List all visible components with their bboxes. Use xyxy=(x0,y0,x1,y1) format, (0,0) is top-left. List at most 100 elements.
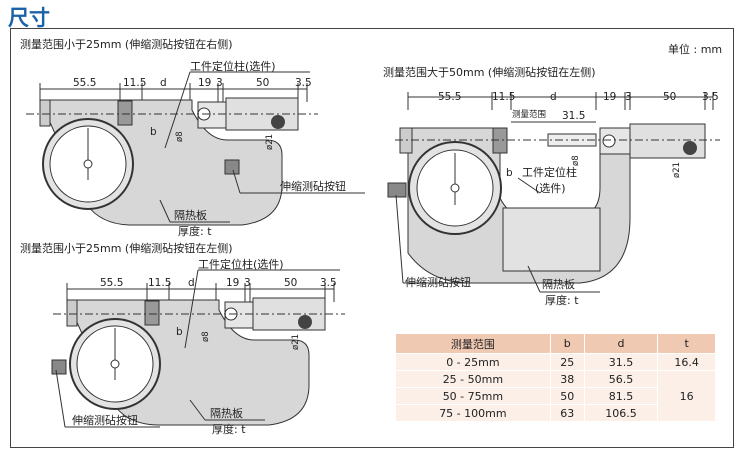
diagram1-dim: 55.5 xyxy=(73,77,96,89)
knurl xyxy=(683,141,697,155)
diagram2-dim: d xyxy=(550,91,557,103)
diagram1-button-label: 伸缩测砧按钮 xyxy=(280,179,346,193)
diagram2-optional: (选件) xyxy=(535,182,566,195)
cell: 38 xyxy=(549,370,585,388)
heat-plate xyxy=(502,207,601,272)
diagram3-phi8: ø8 xyxy=(201,331,211,342)
diagram3-dim: 3 xyxy=(244,277,251,289)
diagram3-heat-plate: 隔热板 xyxy=(210,406,243,420)
leader-line xyxy=(55,369,66,428)
diagram1-heat-plate: 隔热板 xyxy=(174,208,207,222)
cell: 106.5 xyxy=(583,404,659,422)
cell: 63 xyxy=(549,404,585,422)
cell: 31.5 xyxy=(583,353,659,371)
diagram3-dim: 55.5 xyxy=(100,277,123,289)
cell: 0 - 25mm xyxy=(395,353,551,371)
diagram1-dim: 50 xyxy=(256,77,269,89)
knurl xyxy=(271,115,285,129)
knurl xyxy=(298,315,312,329)
cell: 81.5 xyxy=(583,387,659,405)
diagram1-b: b xyxy=(150,126,157,138)
diagram3-b: b xyxy=(176,326,183,338)
diagram3-button-label: 伸缩测砧按钮 xyxy=(72,413,138,427)
table-header-row: 测量范围 b d t xyxy=(395,333,716,354)
cell: 50 xyxy=(549,387,585,405)
cell: 25 xyxy=(549,353,585,371)
diagram2-range-label: 测量范围 xyxy=(512,109,546,120)
diagram3-workpiece-stop: 工件定位柱(选件) xyxy=(198,257,284,271)
diagram1-thickness: 厚度: t xyxy=(178,224,212,238)
diagram2-dim: 19 xyxy=(603,91,616,103)
cell: 25 - 50mm xyxy=(395,370,551,388)
anvil-knurl xyxy=(117,100,133,126)
diagram2-phi8: ø8 xyxy=(571,155,581,166)
retract-button xyxy=(224,159,240,175)
header-t: t xyxy=(657,333,716,354)
table-row: 0 - 25mm 25 31.5 16.4 xyxy=(395,353,716,371)
diagram2-button-label: 伸缩测砧按钮 xyxy=(405,275,471,289)
diagram3-thickness: 厚度: t xyxy=(212,422,246,436)
diagram1-dim: d xyxy=(160,77,167,89)
retract-button xyxy=(51,359,67,375)
diagram3-dim: 11.5 xyxy=(148,277,171,289)
diagram1-dim: 3 xyxy=(216,77,223,89)
diagram2-thickness: 厚度: t xyxy=(545,293,579,307)
header-b: b xyxy=(549,333,585,354)
frame-end xyxy=(39,99,51,127)
table-row: 75 - 100mm 63 106.5 xyxy=(395,404,716,422)
diagram2-workpiece-stop: 工件定位柱 xyxy=(522,165,577,179)
diagram2-b: b xyxy=(506,167,513,179)
diagram1-heading: 测量范围小于25mm (伸缩测砧按钮在右侧) xyxy=(20,37,233,51)
diagram2-heading: 测量范围大于50mm (伸缩测砧按钮在左侧) xyxy=(383,65,596,79)
diagram2-dim: 11.5 xyxy=(492,91,515,103)
leader-line xyxy=(232,169,241,194)
anvil-knurl xyxy=(144,300,160,326)
diagram2-dim: 55.5 xyxy=(438,91,461,103)
diagram2-range-value: 31.5 xyxy=(562,110,585,122)
diagram3-dim: 19 xyxy=(226,277,239,289)
cell: 50 - 75mm xyxy=(395,387,551,405)
dial-center xyxy=(110,359,120,369)
diagram3-heading: 测量范围小于25mm (伸缩测砧按钮在左侧) xyxy=(20,241,233,255)
diagram2-dim: 50 xyxy=(663,91,676,103)
leader-line xyxy=(159,199,171,223)
leader-line xyxy=(527,265,541,293)
diagram3-dim: d xyxy=(188,277,195,289)
diagram3-dim: 50 xyxy=(284,277,297,289)
header-range: 测量范围 xyxy=(395,333,551,354)
cell: 75 - 100mm xyxy=(395,404,551,422)
diagram2-dim: 3 xyxy=(625,91,632,103)
diagram2-dim: 3.5 xyxy=(702,91,719,103)
dial-center xyxy=(450,183,460,193)
micrometer-drawings xyxy=(26,71,720,428)
section-title: 尺寸 xyxy=(8,6,50,30)
dial-center xyxy=(83,159,93,169)
diagram3-dim: 3.5 xyxy=(320,277,337,289)
diagram2-heat-plate: 隔热板 xyxy=(542,277,575,291)
size-table: 测量范围 b d t 0 - 25mm 25 31.5 16.4 25 - 50… xyxy=(395,333,716,422)
frame-end xyxy=(66,299,78,327)
cell: 16 xyxy=(657,370,716,422)
diagram1-dim: 11.5 xyxy=(123,77,146,89)
lock-icon xyxy=(602,134,616,148)
diagram2-phi21: ø21 xyxy=(672,162,682,178)
retract-button xyxy=(387,182,407,198)
leader-line xyxy=(189,399,206,421)
content-frame xyxy=(10,28,734,448)
leader-line xyxy=(395,194,404,284)
diagram3-phi21: ø21 xyxy=(291,334,301,350)
unit-label: 单位 : mm xyxy=(668,42,722,56)
cell: 16.4 xyxy=(657,353,716,371)
table-row: 25 - 50mm 38 56.5 16 xyxy=(395,370,716,422)
diagram1-phi8: ø8 xyxy=(175,131,185,142)
leader-line xyxy=(517,177,541,194)
diagram1-dim: 19 xyxy=(198,77,211,89)
diagram1-dim: 3.5 xyxy=(295,77,312,89)
diagram1-workpiece-stop: 工件定位柱(选件) xyxy=(190,59,276,73)
leader-line xyxy=(184,269,199,349)
leader-line xyxy=(164,71,191,149)
diagram1-phi21: ø21 xyxy=(265,134,275,150)
table-row: 50 - 75mm 50 81.5 xyxy=(395,387,716,405)
